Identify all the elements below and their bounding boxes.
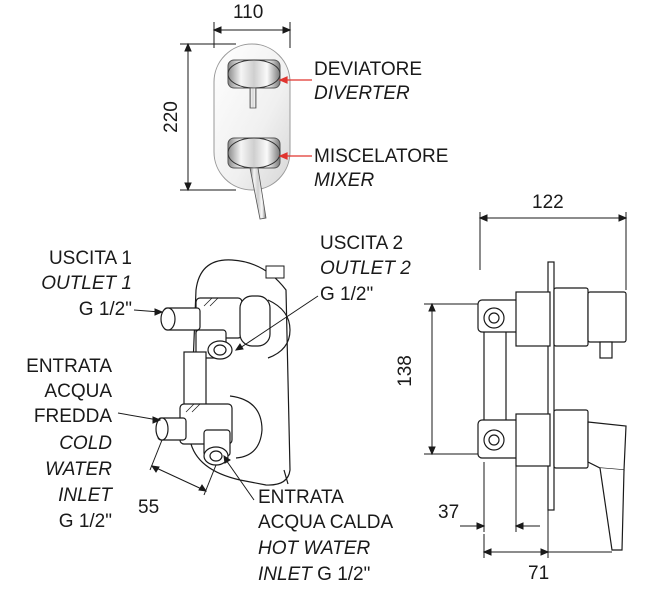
hot-label-it-2: ACQUA CALDA	[258, 512, 394, 533]
mixer-label-it: MISCELATORE	[314, 146, 449, 167]
dim-220-label: 220	[160, 101, 182, 133]
cold-label-it-1: ENTRATA	[26, 356, 112, 377]
dimension-line-55	[149, 439, 217, 496]
mixer-handle	[227, 137, 281, 220]
side-view	[424, 212, 628, 558]
dim-138-label: 138	[394, 355, 416, 387]
cold-label-it-3: FREDDA	[33, 406, 112, 427]
dim-37-label: 37	[438, 502, 460, 523]
outlet1-size: G 1/2"	[78, 299, 132, 320]
cold-label-en-3: INLET	[58, 485, 112, 506]
lower-valve-body	[155, 395, 289, 485]
cold-label-it-2: ACQUA	[44, 381, 112, 402]
dimension-line-220	[180, 42, 236, 192]
leader-arrows	[278, 76, 312, 160]
outlet1-label-en: OUTLET 1	[41, 273, 132, 294]
outlet2-label-en: OUTLET 2	[320, 258, 411, 279]
outlet1-label-it: USCITA 1	[48, 248, 132, 269]
dimension-line-37	[460, 462, 540, 532]
dim-71-label: 71	[528, 563, 550, 584]
side-diverter-handle	[553, 287, 627, 359]
hot-label-en-2-row: INLET G 1/2"	[258, 563, 370, 587]
cold-label-en-2: WATER	[45, 459, 112, 480]
diverter-label-it: DEVIATORE	[314, 59, 423, 80]
rough-in-view	[117, 259, 319, 501]
outlet2-size: G 1/2"	[320, 284, 374, 305]
dimension-line-122	[478, 212, 628, 290]
dim-110-label: 110	[233, 2, 264, 23]
cold-size: G 1/2"	[58, 511, 112, 532]
outlet-1-pipe	[160, 307, 233, 360]
backplate-outline	[189, 259, 291, 486]
hot-size: G 1/2"	[317, 564, 371, 585]
wall-plate	[547, 261, 555, 511]
dimension-line-71	[482, 510, 612, 558]
connecting-pipe	[183, 351, 207, 409]
dim-122-label: 122	[532, 192, 564, 213]
diverter-label-en: DIVERTER	[314, 83, 410, 104]
front-view	[180, 22, 312, 220]
outlet2-label-it: USCITA 2	[320, 233, 404, 254]
cold-label-en-1: COLD	[59, 433, 112, 454]
hot-label-en-1: HOT WATER	[258, 538, 371, 559]
hot-label-it-1: ENTRATA	[258, 487, 344, 508]
diverter-handle	[227, 59, 281, 109]
leader-lines	[117, 295, 319, 501]
dim-55-label: 55	[138, 497, 160, 518]
side-mixer-handle	[553, 409, 627, 551]
hot-label-en-2: INLET	[258, 564, 312, 585]
mixer-label-en: MIXER	[314, 170, 375, 191]
